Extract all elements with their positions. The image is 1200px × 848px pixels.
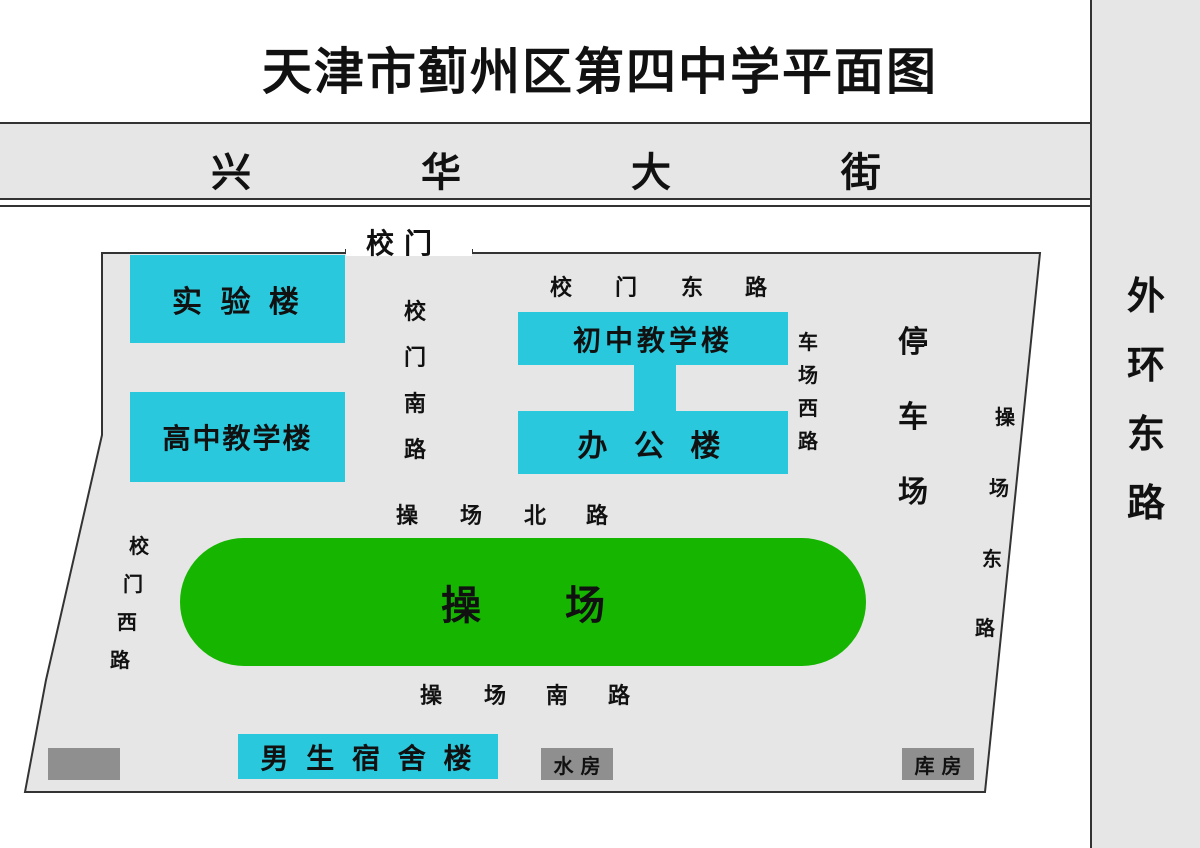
road-char: 场: [484, 684, 507, 709]
road-char: 路: [608, 684, 631, 709]
road-char: 门: [615, 276, 638, 301]
road-char: 南: [403, 392, 426, 417]
waihuan-east-road: [1090, 0, 1200, 848]
road-char: 东: [681, 276, 704, 301]
road-char: 路: [586, 504, 609, 529]
road-char: 路: [745, 276, 768, 301]
road-char: 北: [524, 504, 547, 529]
street-char: 大: [630, 150, 671, 196]
road-char: 路: [403, 438, 426, 463]
playground-south-road-label: 操场南路: [420, 678, 630, 710]
street-char: 兴: [211, 150, 252, 196]
water-room: 水 房: [541, 748, 613, 780]
boys-dormitory: 男 生 宿 舍 楼: [238, 734, 498, 779]
junior-school-building: 初中教学楼: [518, 312, 788, 365]
high-school-building: 高中教学楼: [130, 392, 345, 482]
xinghua-street: [0, 122, 1092, 200]
parking-lot-label: 停 车 场: [893, 305, 933, 530]
road-char: 门: [123, 572, 143, 596]
gate-gap: [346, 246, 472, 256]
lab-building: 实 验 楼: [130, 255, 345, 343]
playground-char: 场: [565, 583, 605, 629]
road-char: 南: [546, 684, 569, 709]
connector-corridor: [634, 365, 676, 413]
road-char: 东: [982, 547, 1002, 571]
road-char: 门: [403, 346, 426, 371]
road-char: 场: [460, 504, 483, 529]
road-char: 路: [975, 616, 995, 640]
road-char: 路: [110, 648, 130, 672]
road-char: 校: [550, 276, 573, 301]
playground-char: 操: [441, 583, 481, 629]
street-char: 华: [421, 150, 462, 196]
xinghua-street-label: 兴 华 大 街: [0, 140, 1092, 198]
office-building: 办 公 楼: [518, 411, 788, 474]
playground-north-road-label: 操场北路: [396, 498, 608, 530]
road-char: 校: [403, 300, 426, 325]
road-char: 车: [798, 330, 818, 354]
parking-char: 停: [898, 325, 928, 360]
road-char: 西: [798, 396, 818, 420]
road-char: 场: [989, 476, 1009, 500]
map-title: 天津市蓟州区第四中学平面图: [262, 43, 938, 101]
road-char: 西: [117, 610, 137, 634]
street-char: 街: [840, 150, 881, 196]
road-char: 校: [129, 534, 149, 558]
road-char: 路: [798, 429, 818, 453]
gate-east-road-label: 校门东路: [550, 270, 767, 302]
street-char: 路: [1126, 481, 1165, 525]
parking-char: 车: [898, 400, 928, 435]
road-char: 操: [420, 684, 443, 709]
waihuan-east-road-label: 外 环 东 路: [1116, 262, 1176, 538]
school-gate-label: 校门: [366, 227, 443, 260]
parking-west-road-label: 车 场 西 路: [793, 326, 823, 458]
gate-south-road-label: 校 门 南 路: [400, 290, 430, 474]
road-char: 操: [995, 405, 1015, 429]
road-char: 操: [396, 504, 419, 529]
street-char: 环: [1126, 343, 1165, 387]
storage-room: 库 房: [902, 748, 974, 780]
parking-char: 场: [898, 475, 928, 510]
road-char: 场: [798, 363, 818, 387]
street-char: 东: [1126, 412, 1165, 456]
playground: 操 场: [180, 538, 866, 666]
unnamed-room: [48, 748, 120, 780]
street-char: 外: [1126, 274, 1165, 318]
